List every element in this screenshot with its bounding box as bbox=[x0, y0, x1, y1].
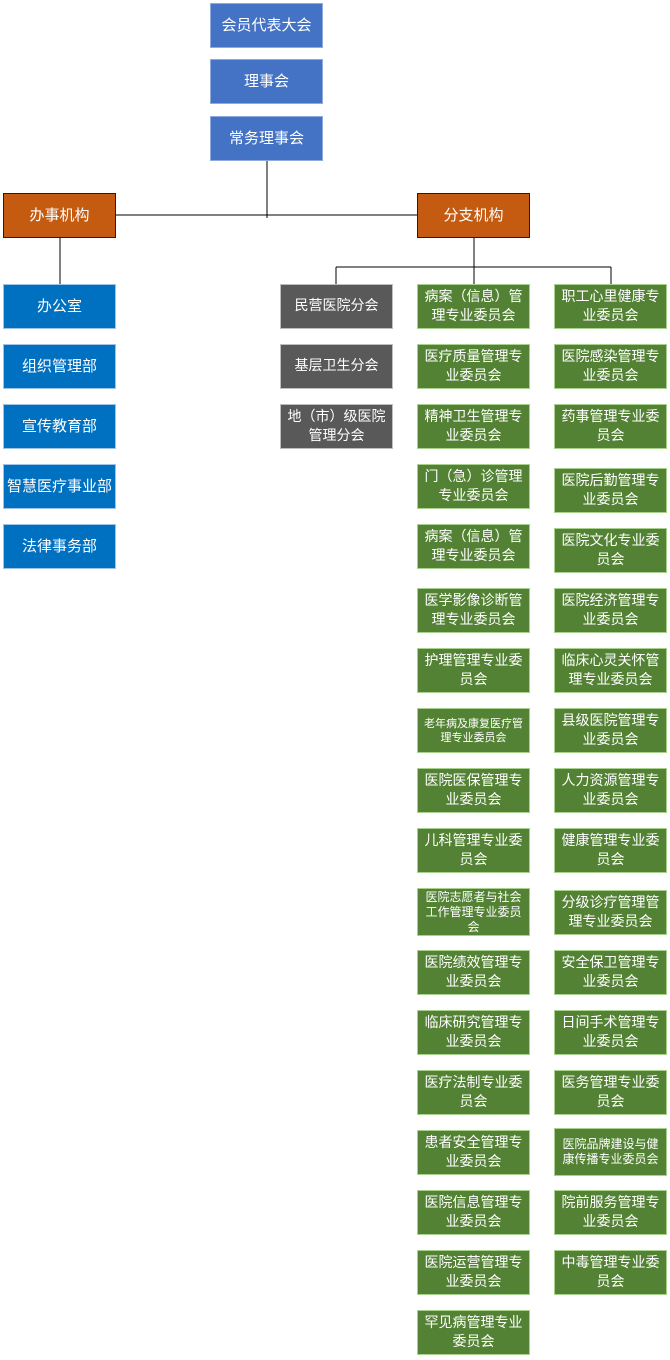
committee-box: 人力资源管理专业委员会 bbox=[554, 768, 667, 813]
committee-box: 医疗质量管理专业委员会 bbox=[417, 344, 530, 389]
committee-label: 医疗法制专业委员会 bbox=[424, 1074, 523, 1110]
committee-label: 健康管理专业委员会 bbox=[561, 832, 660, 868]
committee-box: 医学影像诊断管理专业委员会 bbox=[417, 588, 530, 633]
committee-box: 职工心里健康专业委员会 bbox=[554, 284, 667, 329]
committee-box: 精神卫生管理专业委员会 bbox=[417, 404, 530, 449]
committee-label: 医院信息管理专业委员会 bbox=[424, 1194, 523, 1230]
branch-bodies-box: 分支机构 bbox=[417, 193, 530, 238]
committee-box: 门（急）诊管理专业委员会 bbox=[417, 464, 530, 509]
admin-bodies-box: 办事机构 bbox=[3, 193, 116, 238]
committee-box: 医院经济管理专业委员会 bbox=[554, 588, 667, 633]
committee-label: 医院感染管理专业委员会 bbox=[561, 348, 660, 384]
committee-label: 医院医保管理专业委员会 bbox=[424, 772, 523, 808]
committee-label: 县级医院管理专业委员会 bbox=[561, 712, 660, 748]
committee-box: 护理管理专业委员会 bbox=[417, 648, 530, 693]
committee-box: 日间手术管理专业委员会 bbox=[554, 1010, 667, 1055]
committee-box: 中毒管理专业委员会 bbox=[554, 1250, 667, 1295]
council-box: 理事会 bbox=[210, 59, 323, 104]
committee-label: 医院志愿者与社会工作管理专业委员会 bbox=[425, 889, 522, 934]
committee-label: 罕见病管理专业委员会 bbox=[424, 1314, 523, 1350]
office-box: 组织管理部 bbox=[3, 344, 116, 389]
committee-box: 医院文化专业委员会 bbox=[554, 528, 667, 573]
committee-box: 医院信息管理专业委员会 bbox=[417, 1190, 530, 1235]
committee-label: 日间手术管理专业委员会 bbox=[561, 1014, 660, 1050]
committee-box: 儿科管理专业委员会 bbox=[417, 828, 530, 873]
branch-society-box: 地（市）级医院管理分会 bbox=[280, 404, 393, 449]
committee-box: 病案（信息）管理专业委员会 bbox=[417, 284, 530, 329]
office-label: 组织管理部 bbox=[21, 357, 97, 375]
committee-box: 医院绩效管理专业委员会 bbox=[417, 950, 530, 995]
committee-box: 患者安全管理专业委员会 bbox=[417, 1130, 530, 1175]
committee-box: 健康管理专业委员会 bbox=[554, 828, 667, 873]
committee-box: 病案（信息）管理专业委员会 bbox=[417, 524, 530, 569]
committee-label: 医学影像诊断管理专业委员会 bbox=[424, 592, 523, 628]
general-assembly-box: 会员代表大会 bbox=[210, 3, 323, 48]
committee-box: 医院后勤管理专业委员会 bbox=[554, 468, 667, 513]
committee-box: 药事管理专业委员会 bbox=[554, 404, 667, 449]
committee-label: 门（急）诊管理专业委员会 bbox=[424, 468, 523, 504]
committee-label: 安全保卫管理专业委员会 bbox=[561, 954, 660, 990]
committee-label: 临床心灵关怀管理专业委员会 bbox=[561, 652, 660, 688]
committee-box: 县级医院管理专业委员会 bbox=[554, 708, 667, 753]
committee-label: 医院后勤管理专业委员会 bbox=[561, 472, 660, 508]
committee-box: 临床研究管理专业委员会 bbox=[417, 1010, 530, 1055]
branch-society-label: 民营医院分会 bbox=[294, 298, 379, 314]
committee-box: 医院志愿者与社会工作管理专业委员会 bbox=[417, 888, 530, 936]
office-label: 法律事务部 bbox=[21, 537, 97, 555]
admin-bodies-label: 办事机构 bbox=[29, 206, 90, 224]
office-box: 宣传教育部 bbox=[3, 404, 116, 449]
standing-council-box: 常务理事会 bbox=[210, 116, 323, 161]
council-label: 理事会 bbox=[243, 72, 289, 90]
standing-council-label: 常务理事会 bbox=[228, 129, 304, 147]
committee-label: 人力资源管理专业委员会 bbox=[561, 772, 660, 808]
committee-label: 医疗质量管理专业委员会 bbox=[424, 348, 523, 384]
committee-box: 医院医保管理专业委员会 bbox=[417, 768, 530, 813]
committee-label: 医院文化专业委员会 bbox=[561, 532, 660, 568]
committee-box: 老年病及康复医疗管理专业委员会 bbox=[417, 708, 530, 753]
committee-label: 临床研究管理专业委员会 bbox=[424, 1014, 523, 1050]
committee-box: 罕见病管理专业委员会 bbox=[417, 1310, 530, 1355]
committee-box: 医疗法制专业委员会 bbox=[417, 1070, 530, 1115]
office-box: 法律事务部 bbox=[3, 524, 116, 569]
branch-society-box: 基层卫生分会 bbox=[280, 344, 393, 389]
committee-box: 医院品牌建设与健康传播专业委员会 bbox=[554, 1128, 667, 1176]
committee-label: 医务管理专业委员会 bbox=[561, 1074, 660, 1110]
committee-label: 分级诊疗管理管理专业委员会 bbox=[561, 894, 660, 930]
office-box: 办公室 bbox=[3, 284, 116, 329]
committee-label: 医院品牌建设与健康传播专业委员会 bbox=[562, 1137, 659, 1166]
committee-label: 医院绩效管理专业委员会 bbox=[424, 954, 523, 990]
branch-bodies-label: 分支机构 bbox=[443, 206, 504, 224]
committee-label: 儿科管理专业委员会 bbox=[424, 832, 523, 868]
branch-society-label: 地（市）级医院管理分会 bbox=[287, 408, 386, 444]
committee-label: 中毒管理专业委员会 bbox=[561, 1254, 660, 1290]
committee-label: 精神卫生管理专业委员会 bbox=[424, 408, 523, 444]
committee-label: 药事管理专业委员会 bbox=[561, 408, 660, 444]
branch-society-label: 基层卫生分会 bbox=[294, 358, 379, 374]
committee-label: 医院经济管理专业委员会 bbox=[561, 592, 660, 628]
committee-box: 安全保卫管理专业委员会 bbox=[554, 950, 667, 995]
committee-box: 临床心灵关怀管理专业委员会 bbox=[554, 648, 667, 693]
office-label: 宣传教育部 bbox=[21, 417, 97, 435]
branch-society-box: 民营医院分会 bbox=[280, 284, 393, 329]
committee-label: 医院运营管理专业委员会 bbox=[424, 1254, 523, 1290]
office-label: 办公室 bbox=[36, 297, 82, 315]
committee-box: 院前服务管理专业委员会 bbox=[554, 1190, 667, 1235]
committee-label: 病案（信息）管理专业委员会 bbox=[424, 528, 523, 564]
committee-label: 护理管理专业委员会 bbox=[424, 652, 523, 688]
committee-label: 患者安全管理专业委员会 bbox=[424, 1134, 523, 1170]
committee-box: 医务管理专业委员会 bbox=[554, 1070, 667, 1115]
committee-box: 分级诊疗管理管理专业委员会 bbox=[554, 890, 667, 935]
office-box: 智慧医疗事业部 bbox=[3, 464, 116, 509]
general-assembly-label: 会员代表大会 bbox=[221, 16, 312, 34]
committee-box: 医院感染管理专业委员会 bbox=[554, 344, 667, 389]
committee-label: 老年病及康复医疗管理专业委员会 bbox=[424, 716, 523, 744]
committee-label: 院前服务管理专业委员会 bbox=[561, 1194, 660, 1230]
committee-label: 病案（信息）管理专业委员会 bbox=[424, 288, 523, 324]
committee-label: 职工心里健康专业委员会 bbox=[561, 288, 660, 324]
committee-box: 医院运营管理专业委员会 bbox=[417, 1250, 530, 1295]
office-label: 智慧医疗事业部 bbox=[7, 477, 113, 495]
